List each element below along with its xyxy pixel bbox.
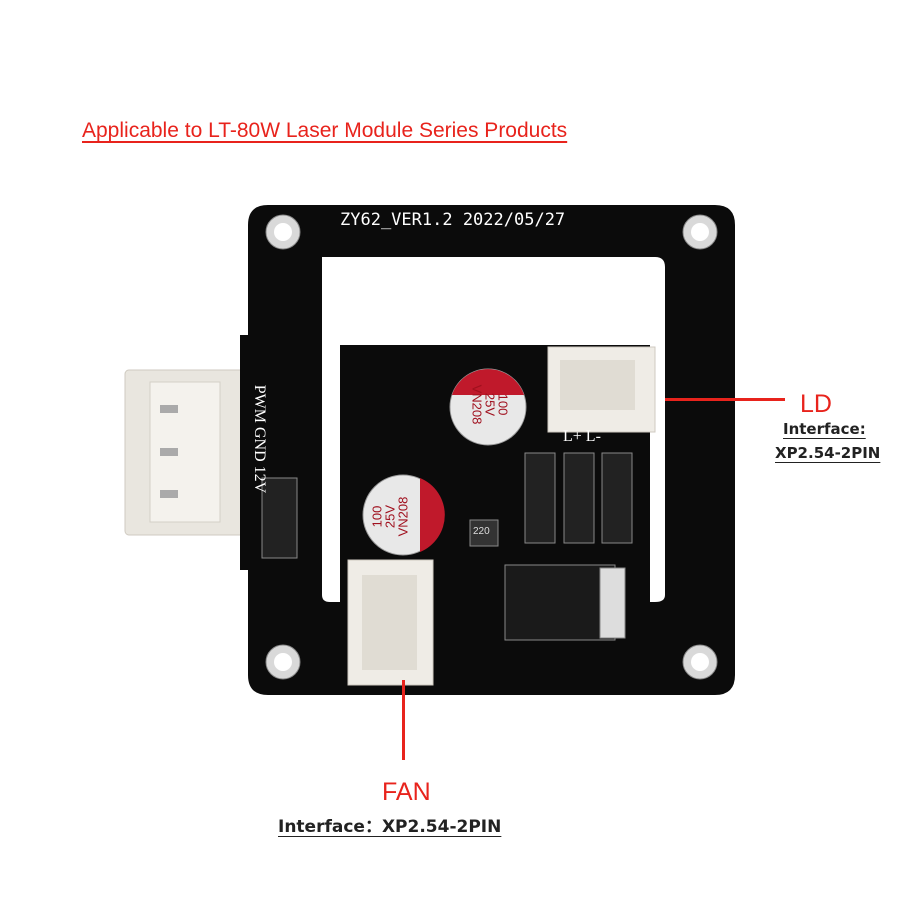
fan-pointer-line xyxy=(402,680,405,760)
pwm-connector xyxy=(124,369,246,536)
transistors xyxy=(261,452,633,641)
board-silkscreen: ZY62_VER1.2 2022/05/27 xyxy=(340,210,566,230)
ld-label: LD xyxy=(800,390,832,418)
capacitor-bottom-label: 100 25V VN208 xyxy=(370,487,411,547)
ld-pin-labels: L+ L- xyxy=(563,428,601,445)
ld-interface-title: Interface: xyxy=(783,420,866,438)
capacitor-top xyxy=(449,368,527,446)
ld-connector xyxy=(547,346,656,433)
fan-connector xyxy=(347,559,434,686)
pin-labels: PWM GND 12V xyxy=(251,384,269,494)
capacitor-bottom xyxy=(362,474,445,556)
ld-pointer-line xyxy=(665,398,785,401)
inductor-label: 220 xyxy=(473,526,490,537)
product-title: Applicable to LT-80W Laser Module Series… xyxy=(82,119,568,142)
cap-code: VN208 xyxy=(395,496,411,537)
ld-interface-value: XP2.54-2PIN xyxy=(775,444,881,462)
cap-value: 100 xyxy=(495,393,511,416)
fan-label: FAN xyxy=(382,778,431,806)
cap-voltage: 25V xyxy=(482,392,498,417)
capacitor-top-label: 100 25V VN208 xyxy=(469,375,511,435)
fan-interface: Interface：XP2.54-2PIN xyxy=(278,817,502,837)
mounting-hole-centers xyxy=(274,223,709,671)
cap-code: VN208 xyxy=(469,384,485,425)
